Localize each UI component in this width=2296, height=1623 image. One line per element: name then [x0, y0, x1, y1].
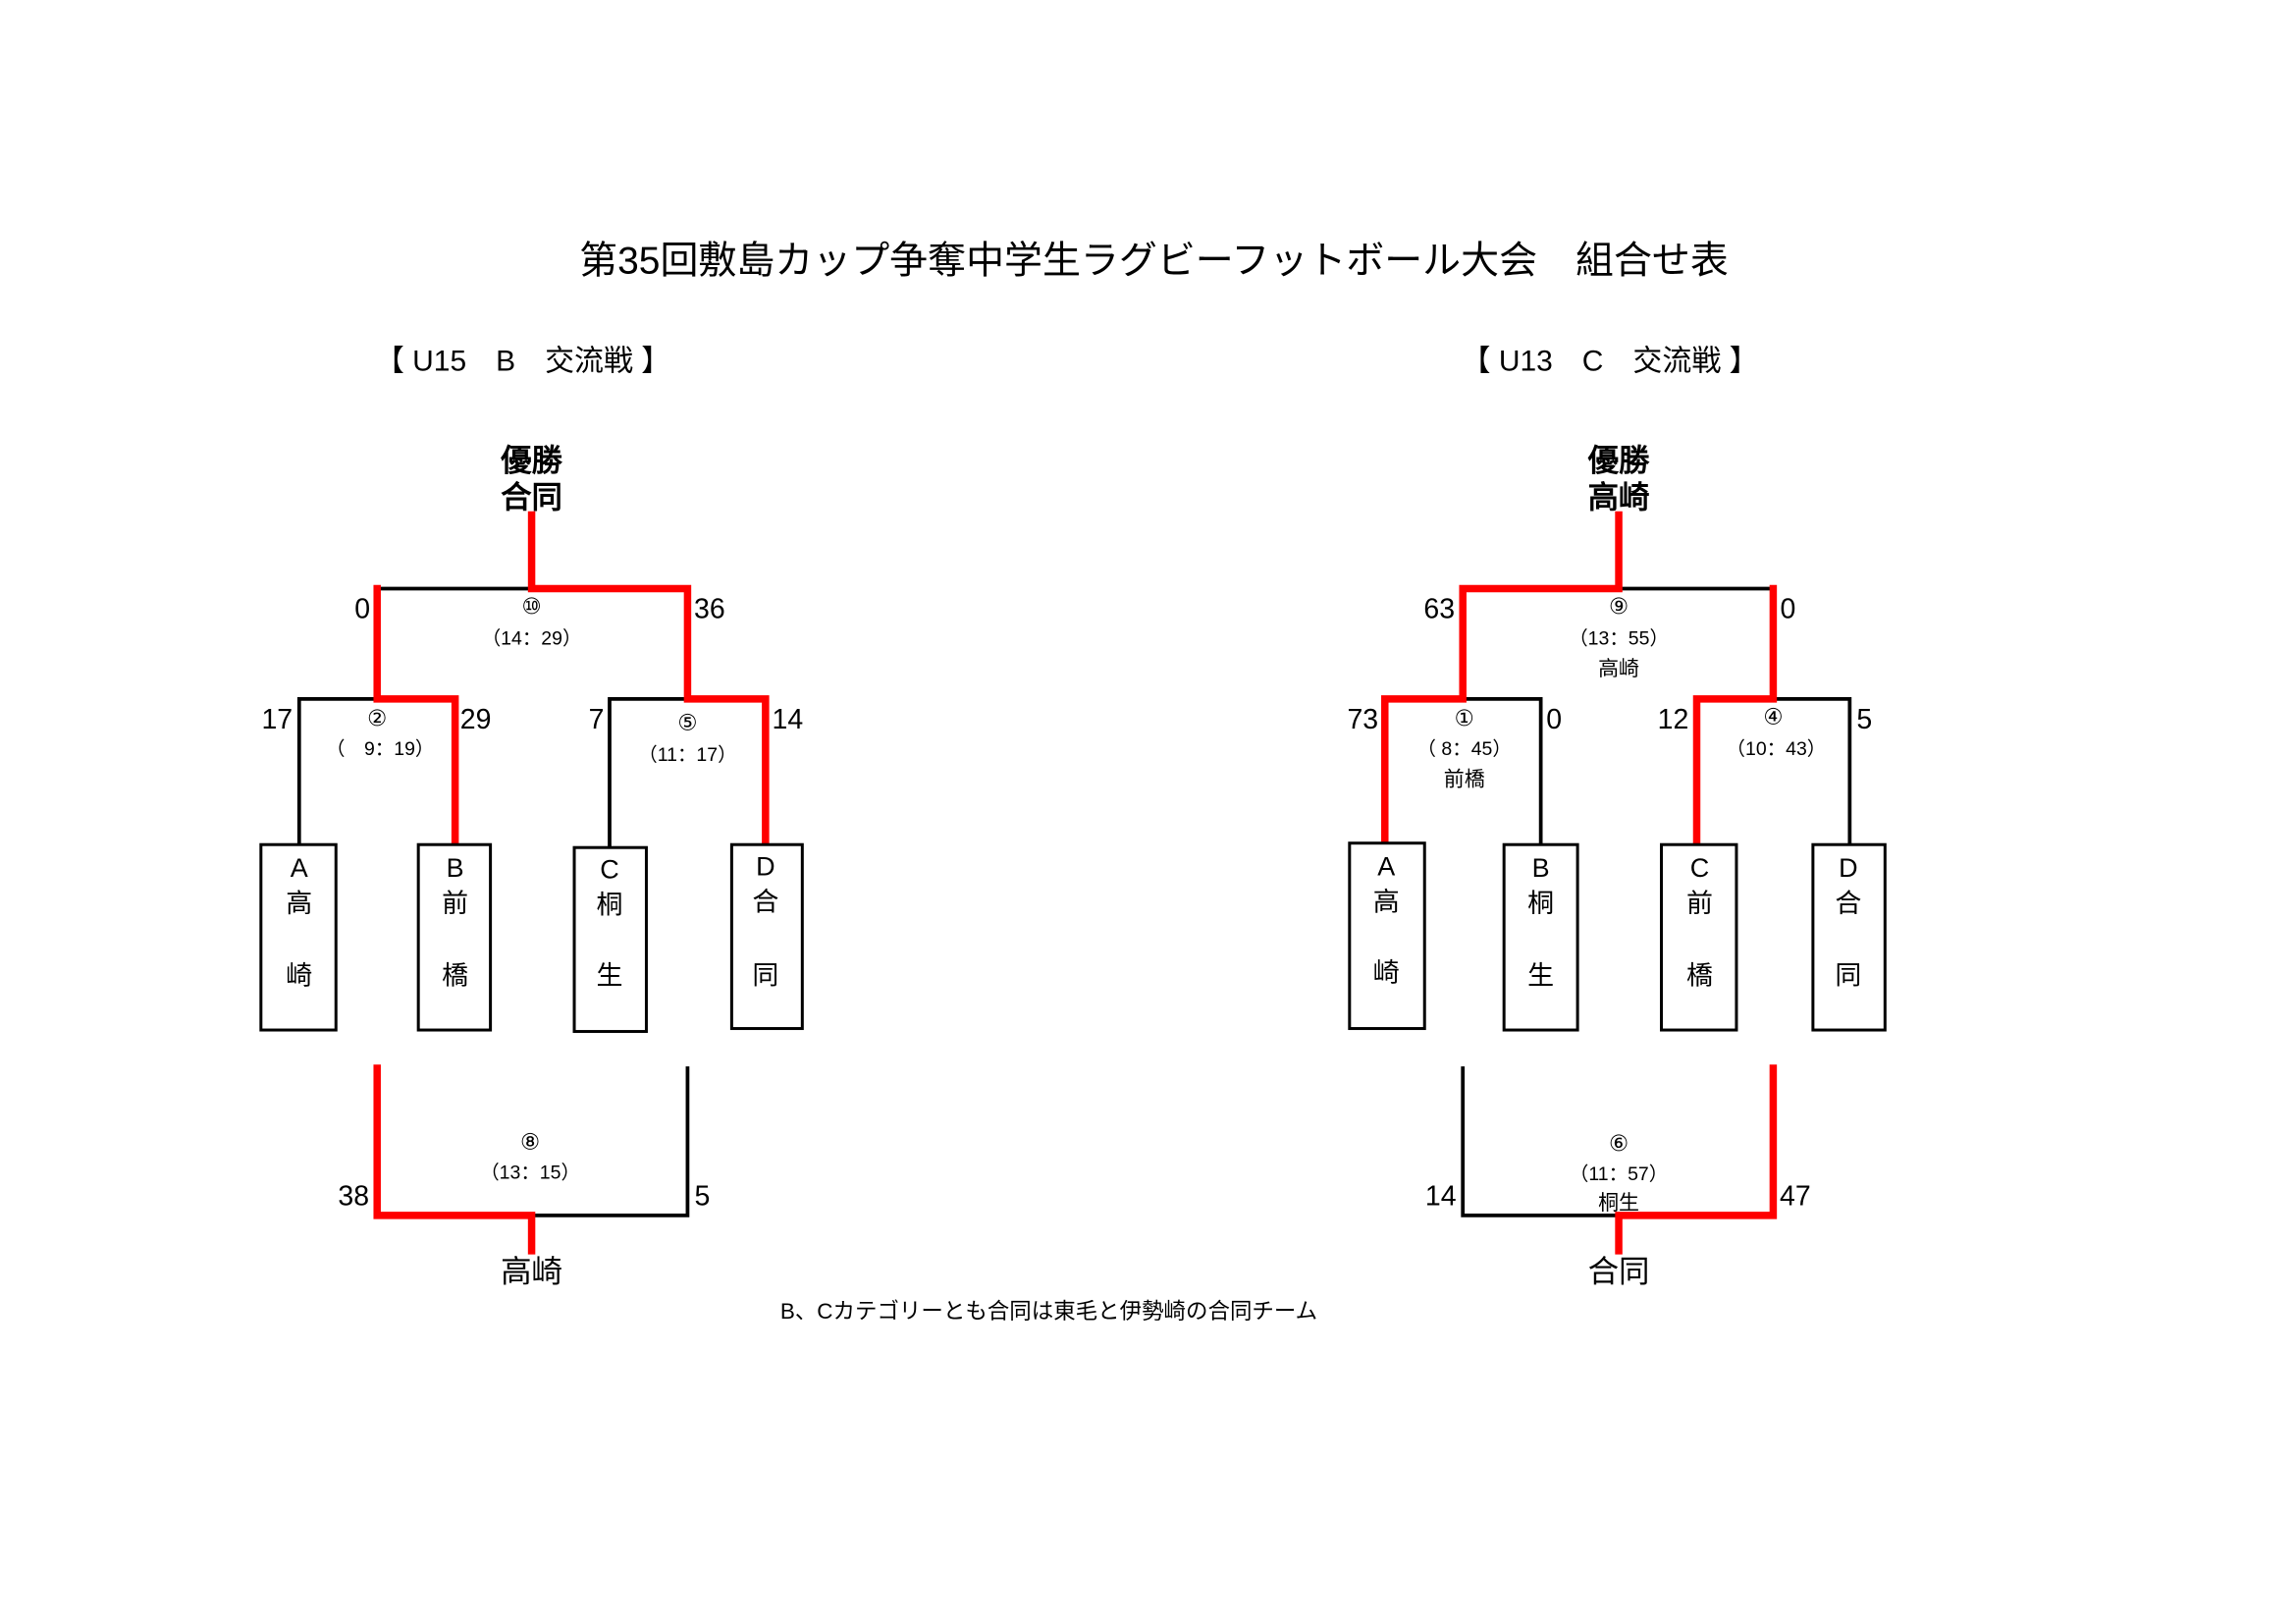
u13-semi2-left-score: 12 [1658, 704, 1689, 735]
u13-team-b: B 桐 生 [1502, 842, 1579, 1032]
u15-semi1-right-score: 29 [460, 704, 492, 735]
team-letter: B [1532, 853, 1550, 883]
u13-team-c: C 前 橋 [1660, 842, 1738, 1032]
u13-semi2-time: （10：43） [1727, 738, 1827, 760]
u15-team-b: B 前 橋 [416, 842, 493, 1032]
team-name-1: 高 [1373, 888, 1400, 917]
u13-final-right-score: 0 [1780, 593, 1795, 624]
u13-semi1-referee: 前橋 [1444, 768, 1485, 790]
u15-team-d: D 合 同 [729, 842, 804, 1031]
u15-semi1-match-no: ② [367, 706, 387, 730]
u15-team-c: C 桐 生 [572, 845, 648, 1034]
u15-semi1-time: （ 9：19） [326, 738, 434, 760]
u13-third-right-score: 47 [1780, 1180, 1811, 1212]
u13-third-match-no: ⑥ [1609, 1131, 1629, 1156]
team-name-1: 前 [442, 889, 468, 918]
u13-team-a: A 高 崎 [1348, 841, 1426, 1031]
u13-third-referee: 桐生 [1598, 1192, 1639, 1215]
u13-semi1-right-score: 0 [1546, 704, 1562, 735]
team-name-2: 崎 [1373, 958, 1400, 988]
u15-semi2-right-score: 14 [772, 704, 803, 735]
u13-semi1-match-no: ① [1455, 706, 1474, 730]
team-name-2: 橋 [1686, 961, 1713, 991]
u13-bracket-lines [1381, 511, 1852, 1255]
team-name-1: 高 [286, 889, 312, 918]
team-name-2: 同 [752, 961, 778, 991]
u13-third-time: （11：57） [1570, 1163, 1668, 1185]
u13-final-match-no: ⑨ [1609, 594, 1629, 619]
u13-third-left-score: 14 [1425, 1180, 1457, 1212]
u13-semi2-right-score: 5 [1856, 704, 1872, 735]
footnote: B、Cカテゴリーとも合同は東毛と伊勢崎の合同チーム [780, 1299, 1317, 1324]
u13-semi1-time: （ 8：45） [1417, 738, 1512, 760]
u15-third-right-score: 5 [694, 1180, 710, 1212]
u15-semi2-left-score: 7 [589, 704, 605, 735]
team-letter: C [600, 855, 618, 885]
u15-header: 【 U15 B 交流戦 】 [375, 346, 670, 378]
team-letter: B [447, 853, 464, 883]
u13-bracket: 【 U13 C 交流戦 】 優勝 高崎 63 0 ⑨ （13：55） 高崎 73… [1347, 346, 1887, 1288]
u13-semi2-match-no: ④ [1763, 704, 1783, 729]
team-letter: D [1839, 853, 1857, 883]
u15-final-left-score: 0 [354, 593, 370, 624]
u15-semi1-left-score: 17 [261, 704, 293, 735]
u15-third-winner: 高崎 [501, 1254, 562, 1288]
u13-header: 【 U13 C 交流戦 】 [1462, 346, 1759, 378]
team-letter: C [1690, 853, 1709, 883]
team-name-2: 生 [597, 961, 623, 991]
team-name-1: 前 [1686, 889, 1713, 918]
team-letter: A [291, 853, 308, 883]
u15-champion: 合同 [501, 480, 562, 514]
u15-third-left-score: 38 [338, 1180, 369, 1212]
u13-final-left-score: 63 [1423, 593, 1455, 624]
u13-final-time: （13：55） [1569, 627, 1669, 649]
u15-semi2-time: （11：17） [638, 744, 736, 766]
team-name-2: 生 [1527, 961, 1554, 991]
team-letter: D [756, 852, 774, 882]
team-name-1: 合 [1835, 889, 1861, 918]
u13-semi1-left-score: 73 [1347, 704, 1378, 735]
u13-final-referee: 高崎 [1598, 658, 1639, 680]
u15-third-match-no: ⑧ [520, 1129, 540, 1154]
u15-team-a: A 高 崎 [259, 842, 338, 1032]
u15-bracket-lines [296, 511, 770, 1255]
team-name-2: 崎 [286, 961, 312, 991]
team-name-1: 桐 [597, 891, 623, 920]
u15-final-time: （14：29） [482, 627, 582, 649]
u15-bracket: 【 U15 B 交流戦 】 優勝 合同 0 36 ⑩ （14：29） 17 29… [259, 346, 804, 1288]
u13-third-winner: 合同 [1588, 1254, 1650, 1288]
team-name-2: 橋 [442, 961, 468, 991]
u15-final-match-no: ⑩ [521, 594, 541, 619]
u15-final-right-score: 36 [694, 593, 725, 624]
page-title: 第35回敷島カップ争奪中学生ラグビーフットボール大会 組合せ表 [579, 241, 1729, 283]
team-name-2: 同 [1835, 961, 1861, 991]
u15-semi2-match-no: ⑤ [677, 710, 697, 734]
u15-champion-label: 優勝 [500, 444, 562, 478]
team-name-1: 桐 [1527, 889, 1554, 918]
team-name-1: 合 [752, 888, 778, 917]
u15-third-time: （13：15） [480, 1162, 580, 1183]
team-letter: A [1377, 852, 1395, 882]
u13-champion-label: 優勝 [1587, 444, 1650, 478]
u13-team-d: D 合 同 [1811, 842, 1887, 1032]
u13-champion: 高崎 [1588, 480, 1650, 514]
